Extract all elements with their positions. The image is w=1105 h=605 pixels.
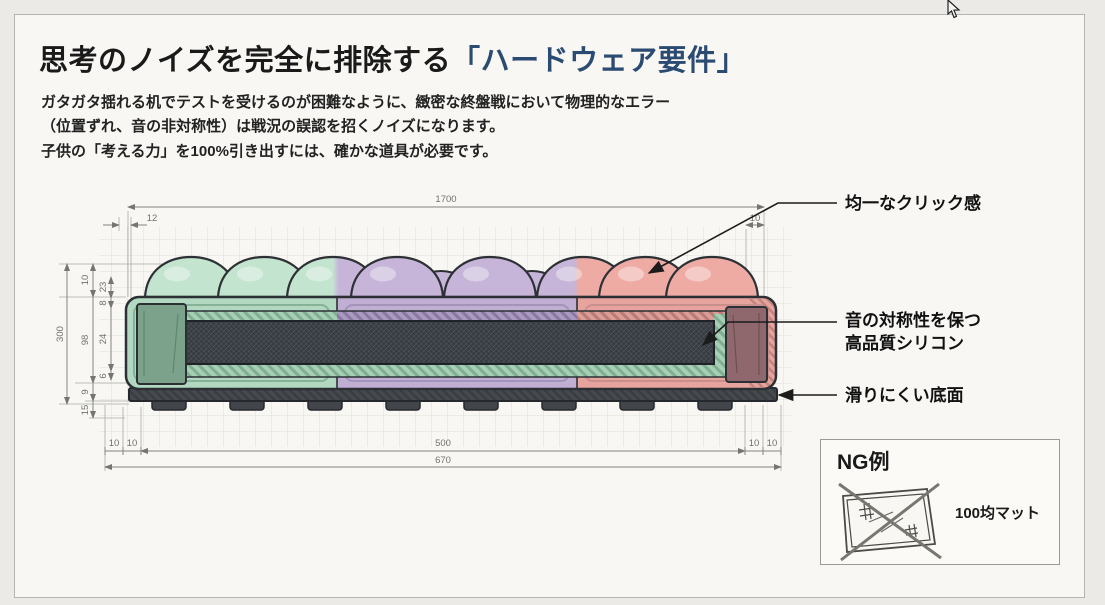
dim-col1-d: 15	[80, 405, 91, 416]
annotation-silicone-line2: 高品質シリコン	[845, 333, 964, 353]
dim-bottom-right1: 10	[749, 438, 760, 449]
body-line-2: （位置ずれ、音の非対称性）は戦況の誤認を招くノイズになります。	[41, 118, 505, 136]
silicone-core	[184, 320, 715, 365]
dim-total-width: 1700	[435, 194, 456, 205]
dimension-labels: 1700 12 10 300 10 98 9 15 23 8 24 6 10 1…	[55, 194, 777, 466]
crossed-out-mat-icon	[838, 482, 942, 562]
dim-col1-a: 10	[80, 275, 91, 286]
annotation-uniform-click: 均一なクリック感	[845, 194, 981, 213]
extension-lines	[59, 211, 782, 471]
dim-bottom-total: 670	[435, 455, 451, 466]
dim-col2-d: 6	[98, 373, 109, 378]
mouse-cursor-icon	[947, 0, 961, 19]
dim-bottom-right2: 10	[767, 438, 778, 449]
dim-col2-b: 8	[98, 300, 109, 305]
page-title: 思考のノイズを完全に排除する「ハードウェア要件」	[39, 37, 746, 79]
body-line-3: 子供の「考える力」を100%引き出すには、確かな道具が必要です。	[41, 142, 498, 160]
body-line-1: ガタガタ揺れる机でテストを受けるのが困難なように、緻密な終盤戦において物理的なエ…	[41, 94, 671, 111]
annotation-non-slip: 滑りにくい底面	[845, 386, 964, 405]
mat-front-domes	[143, 255, 760, 299]
dim-bottom-left1: 10	[109, 438, 120, 449]
dim-right-offset: 10	[750, 213, 761, 224]
dim-bottom-left2: 10	[127, 438, 138, 449]
title-accent: 「ハードウェア要件」	[451, 45, 747, 77]
ng-title: NG例	[837, 451, 890, 474]
ng-example-box: NG例 100均マット	[820, 439, 1060, 565]
dim-bottom-center: 500	[435, 438, 451, 449]
annotation-silicone-line1: 音の対称性を保つ	[845, 311, 981, 330]
left-cavity	[136, 303, 187, 385]
slide-card: 思考のノイズを完全に排除する「ハードウェア要件」 ガタガタ揺れる机でテストを受け…	[14, 14, 1085, 598]
body-text: ガタガタ揺れる机でテストを受けるのが困難なように、緻密な終盤戦において物理的なエ…	[41, 91, 670, 164]
front-dome-highlights	[164, 266, 711, 282]
blueprint-diagram: 1700 12 10 300 10 98 9 15 23 8 24 6 10 1…	[55, 194, 837, 471]
annotation-silicone: 音の対称性を保つ 高品質シリコン	[845, 310, 981, 356]
title-main: 思考のノイズを完全に排除する	[39, 45, 452, 77]
leader-lines	[647, 202, 837, 402]
ng-label: 100均マット	[955, 505, 1041, 522]
dim-left-offset: 12	[147, 213, 158, 224]
dim-total-height: 300	[55, 326, 66, 342]
dimension-lines	[64, 204, 782, 470]
dim-col2-a: 23	[98, 282, 109, 293]
right-cavity	[725, 306, 768, 383]
dim-col1-c: 9	[80, 389, 91, 394]
dim-col2-c: 24	[98, 334, 109, 345]
dim-col1-b: 98	[80, 335, 91, 346]
